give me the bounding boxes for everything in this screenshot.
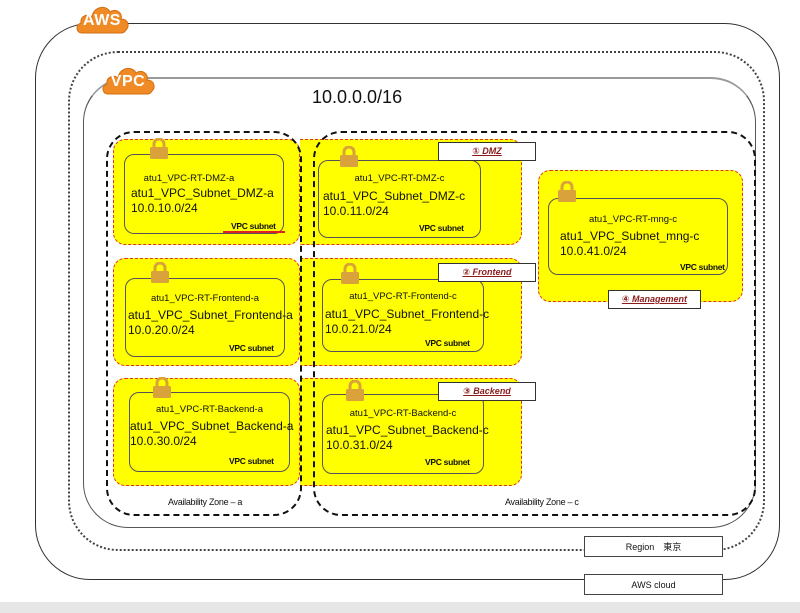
aws-badge-label: AWS [83,11,121,29]
subnet-cidr: 10.0.30.0/24 [130,434,197,448]
subnet-group-backend-a[interactable] [113,378,300,486]
route-table-name: atu1_VPC-RT-Backend-a [155,404,264,415]
lock-icon [149,137,169,160]
subnet-cidr: 10.0.31.0/24 [326,438,393,452]
lock-icon [345,379,365,402]
vpc-cidr: 10.0.0.0/16 [312,87,403,107]
subnet-card-frontend-c[interactable]: atu1_VPC-RT-Frontend-c atu1_VPC_Subnet_F… [322,279,489,352]
vpc-subnet-tag: VPC subnet [425,457,470,467]
window-footer-bar [0,602,800,613]
route-table-name: atu1_VPC-RT-Frontend-c [349,291,457,302]
subnet-card-dmz-a[interactable]: atu1_VPC-RT-DMZ-a atu1_VPC_Subnet_DMZ-a … [124,154,285,234]
vpc-subnet-tag: VPC subnet [419,223,464,233]
vpc-subnet-tag: VPC subnet [229,343,274,353]
lock-icon [339,145,359,168]
route-table-name: atu1_VPC-RT-Backend-c [349,408,457,419]
availability-zone-a [106,131,302,516]
subnet-group-dmz-a[interactable] [113,139,300,245]
subnet-cidr: 10.0.41.0/24 [560,244,627,258]
vpc-cloud-icon: VPC [100,63,156,97]
subnet-group-frontend-a[interactable] [113,258,300,366]
region-boundary [68,51,765,551]
subnet-name: atu1_VPC_Subnet_DMZ-a [131,186,274,200]
subnet-cidr: 10.0.20.0/24 [128,323,195,337]
subnet-card-backend-a[interactable]: atu1_VPC-RT-Backend-a atu1_VPC_Subnet_Ba… [129,392,294,472]
lock-icon [557,180,577,203]
subnet-name: atu1_VPC_Subnet_DMZ-c [323,189,466,203]
subnet-cidr: 10.0.11.0/24 [323,204,389,218]
tier-label-dmz: ① DMZ [438,142,536,161]
route-table-name: atu1_VPC-RT-DMZ-c [354,173,445,184]
subnet-card-management[interactable]: atu1_VPC-RT-mng-c atu1_VPC_Subnet_mng-c … [548,198,728,275]
lock-icon [152,376,172,399]
az-a-label: Availability Zone – a [168,497,243,507]
tier-label-management: ④ Management [608,290,701,309]
subnet-name: atu1_VPC_Subnet_Frontend-c [325,307,490,321]
lock-icon [340,262,360,285]
lock-icon [150,261,170,284]
subnet-name: atu1_VPC_Subnet_Backend-a [130,419,294,433]
tier-label-backend: ③ Backend [438,382,536,401]
subnet-name: atu1_VPC_Subnet_mng-c [560,229,700,243]
subnet-cidr: 10.0.21.0/24 [325,322,392,336]
subnet-card-frontend-a[interactable]: atu1_VPC-RT-Frontend-a atu1_VPC_Subnet_F… [125,278,293,357]
vpc-subnet-tag: VPC subnet [680,262,725,272]
route-table-name: atu1_VPC-RT-DMZ-a [143,173,235,184]
vpc-subnet-tag: VPC subnet [425,338,470,348]
subnet-name: atu1_VPC_Subnet_Frontend-a [128,308,293,322]
vpc-badge-label: VPC [110,72,146,90]
route-table-name: atu1_VPC-RT-Frontend-a [150,293,260,304]
subnet-card-dmz-c[interactable]: atu1_VPC-RT-DMZ-c atu1_VPC_Subnet_DMZ-c … [318,160,481,238]
vpc-subnet-tag: VPC subnet [229,456,274,466]
region-label: Region 東京 [584,536,723,557]
aws-cloud-icon: AWS [74,2,130,36]
subnet-name: atu1_VPC_Subnet_Backend-c [326,423,489,437]
vpc-subnet-tag: VPC subnet [223,221,285,233]
availability-zone-c [313,131,756,516]
tier-label-frontend: ② Frontend [438,263,536,282]
aws-cloud-boundary [35,23,780,580]
subnet-card-backend-c[interactable]: atu1_VPC-RT-Backend-c atu1_VPC_Subnet_Ba… [322,394,489,474]
aws-cloud-label: AWS cloud [584,574,723,595]
route-table-name: atu1_VPC-RT-mng-c [589,214,677,225]
subnet-cidr: 10.0.10.0/24 [131,201,198,215]
az-c-label: Availability Zone – c [505,497,579,507]
